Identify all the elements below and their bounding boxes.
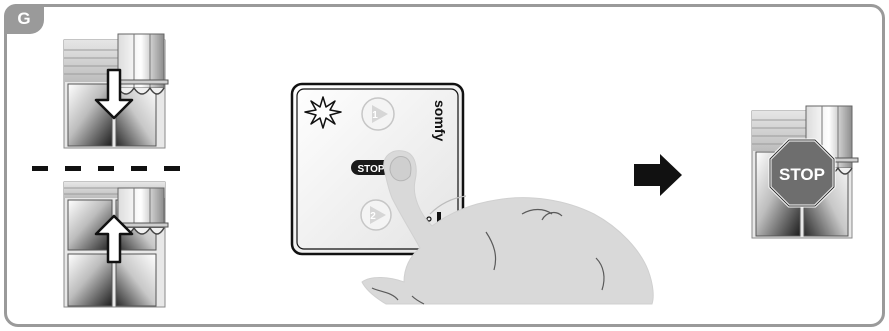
stop-button-label: STOP bbox=[357, 164, 384, 175]
stop-sign-icon: STOP bbox=[770, 140, 834, 206]
channel-1-button[interactable]: 1 bbox=[362, 98, 394, 130]
channel-2-button[interactable]: 2 bbox=[361, 200, 391, 230]
arrow-right-icon bbox=[634, 154, 682, 196]
separator-line bbox=[32, 166, 180, 171]
channel-1-label: 1 bbox=[372, 110, 378, 121]
channel-2-label: 2 bbox=[370, 211, 376, 222]
brand-logo: somfy bbox=[432, 100, 448, 141]
stop-sign-label: STOP bbox=[779, 165, 825, 184]
